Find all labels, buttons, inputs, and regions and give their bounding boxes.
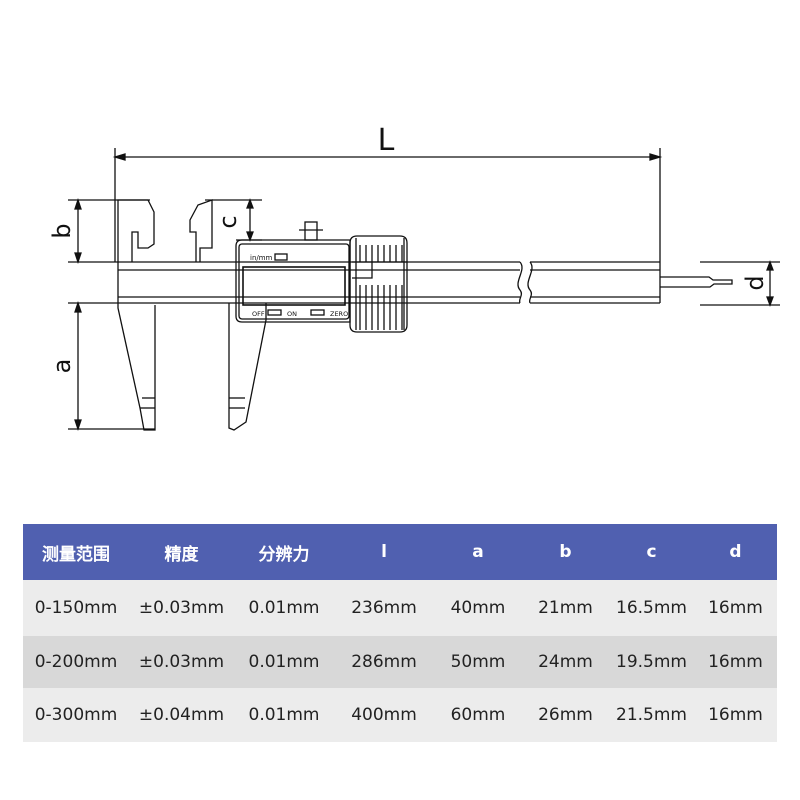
caliper-beam: [117, 261, 661, 304]
cell-resolution: 0.01mm: [234, 636, 334, 688]
label-c: c: [214, 215, 242, 228]
slider-body: [235, 221, 351, 323]
cell-a: 60mm: [434, 688, 522, 742]
cell-a: 40mm: [434, 580, 522, 636]
header-a: a: [434, 524, 522, 580]
dimension-a: [68, 300, 155, 432]
cell-l: 236mm: [334, 580, 434, 636]
cell-l: 286mm: [334, 636, 434, 688]
dimension-d: [700, 260, 780, 307]
cell-accuracy: ±0.04mm: [129, 688, 234, 742]
label-d: d: [741, 275, 769, 290]
header-resolution: 分辨力: [234, 524, 334, 580]
header-l: l: [334, 524, 434, 580]
fixed-jaw: [117, 199, 156, 431]
depth-rod: [660, 276, 733, 288]
on-label: ON: [287, 310, 297, 318]
lcd-screen: [242, 266, 346, 306]
zero-button: [310, 309, 325, 316]
cell-b: 26mm: [522, 688, 609, 742]
header-accuracy: 精度: [129, 524, 234, 580]
cell-d: 16mm: [694, 688, 777, 742]
cell-range: 0-150mm: [23, 580, 129, 636]
table-row: 0-150mm ±0.03mm 0.01mm 236mm 40mm 21mm 1…: [23, 580, 777, 636]
cell-d: 16mm: [694, 580, 777, 636]
unit-label: in/mm: [250, 254, 273, 262]
cell-resolution: 0.01mm: [234, 580, 334, 636]
on-off-button: [267, 309, 282, 316]
header-b: b: [522, 524, 609, 580]
cell-c: 16.5mm: [609, 580, 694, 636]
header-c: c: [609, 524, 694, 580]
thumb-wheel: [349, 235, 408, 333]
cell-accuracy: ±0.03mm: [129, 580, 234, 636]
header-range: 测量范围: [23, 524, 129, 580]
cell-b: 24mm: [522, 636, 609, 688]
cell-c: 21.5mm: [609, 688, 694, 742]
off-label: OFF: [252, 310, 265, 318]
cell-resolution: 0.01mm: [234, 688, 334, 742]
cell-a: 50mm: [434, 636, 522, 688]
zero-label: ZERO: [330, 310, 348, 318]
label-L: L: [378, 123, 395, 158]
caliper-diagram: L b a c d in/mm OFF ON ZERO: [48, 123, 780, 432]
table-row: 0-300mm ±0.04mm 0.01mm 400mm 60mm 26mm 2…: [23, 688, 777, 742]
cell-c: 19.5mm: [609, 636, 694, 688]
label-a: a: [48, 359, 76, 374]
cell-range: 0-300mm: [23, 688, 129, 742]
cell-b: 21mm: [522, 580, 609, 636]
table-header-row: 测量范围 精度 分辨力 l a b c d: [23, 524, 777, 580]
cell-accuracy: ±0.03mm: [129, 636, 234, 688]
header-d: d: [694, 524, 777, 580]
sliding-jaw: [189, 199, 267, 431]
label-b: b: [48, 223, 76, 238]
unit-button: [274, 253, 288, 261]
cell-d: 16mm: [694, 636, 777, 688]
spec-table: 测量范围 精度 分辨力 l a b c d 0-150mm ±0.03mm 0.…: [23, 524, 777, 742]
cell-range: 0-200mm: [23, 636, 129, 688]
dimension-b: [68, 197, 150, 265]
dimension-L: [112, 148, 663, 262]
cell-l: 400mm: [334, 688, 434, 742]
table-row: 0-200mm ±0.03mm 0.01mm 286mm 50mm 24mm 1…: [23, 636, 777, 688]
